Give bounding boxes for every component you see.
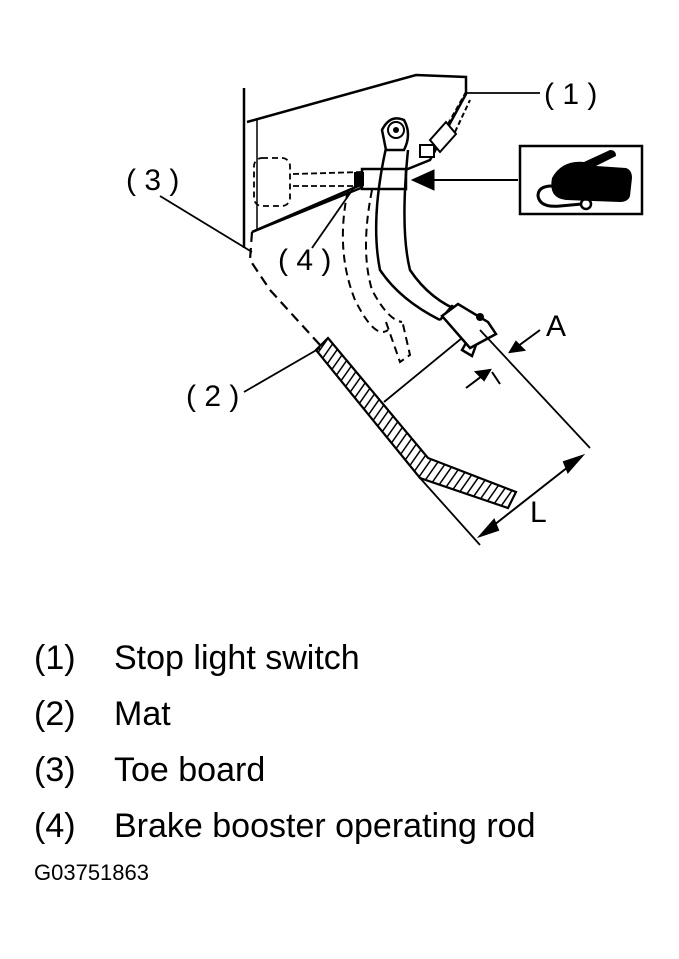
pedal-bracket — [242, 73, 468, 248]
pedal-released-position — [341, 189, 412, 364]
legend-label: Brake booster operating rod — [114, 807, 536, 845]
callout-4: ( 4 ) — [278, 244, 331, 277]
leader-lines — [159, 92, 540, 393]
dimension-l-label: L — [530, 496, 547, 529]
dimension-a — [465, 329, 541, 389]
inspection-arrow — [410, 169, 518, 191]
pedal-pivot — [380, 117, 410, 152]
measurement-lines — [383, 329, 591, 546]
legend-label: Stop light switch — [114, 639, 360, 677]
grease-gun-icon — [518, 144, 644, 216]
legend-item: (2) Mat — [34, 686, 535, 742]
rod-clevis — [360, 167, 408, 191]
legend-item: (3) Toe board — [34, 742, 535, 798]
pedal-pad — [440, 302, 498, 350]
figure-id: G03751863 — [34, 860, 149, 885]
brake-pedal-diagram: ( 1 ) ( 3 ) ( 4 ) ( 2 ) A L — [126, 73, 644, 546]
toe-board — [248, 231, 321, 346]
dimension-l — [476, 453, 586, 539]
legend-number: (3) — [34, 751, 76, 789]
callout-3: ( 3 ) — [126, 164, 179, 197]
callout-1: ( 1 ) — [544, 78, 597, 111]
legend-item: (1) Stop light switch — [34, 630, 535, 686]
dimension-a-label: A — [546, 310, 566, 343]
legend: (1) Stop light switch (2) Mat (3) Toe bo… — [34, 630, 535, 854]
legend-number: (4) — [34, 807, 76, 845]
legend-number: (1) — [34, 639, 76, 677]
mat — [314, 336, 518, 510]
legend-number: (2) — [34, 695, 76, 733]
legend-item: (4) Brake booster operating rod — [34, 798, 535, 854]
stop-light-switch — [419, 91, 471, 158]
booster-operating-rod — [292, 171, 363, 187]
callout-2: ( 2 ) — [186, 380, 239, 413]
legend-label: Toe board — [114, 751, 266, 789]
legend-label: Mat — [114, 695, 171, 733]
